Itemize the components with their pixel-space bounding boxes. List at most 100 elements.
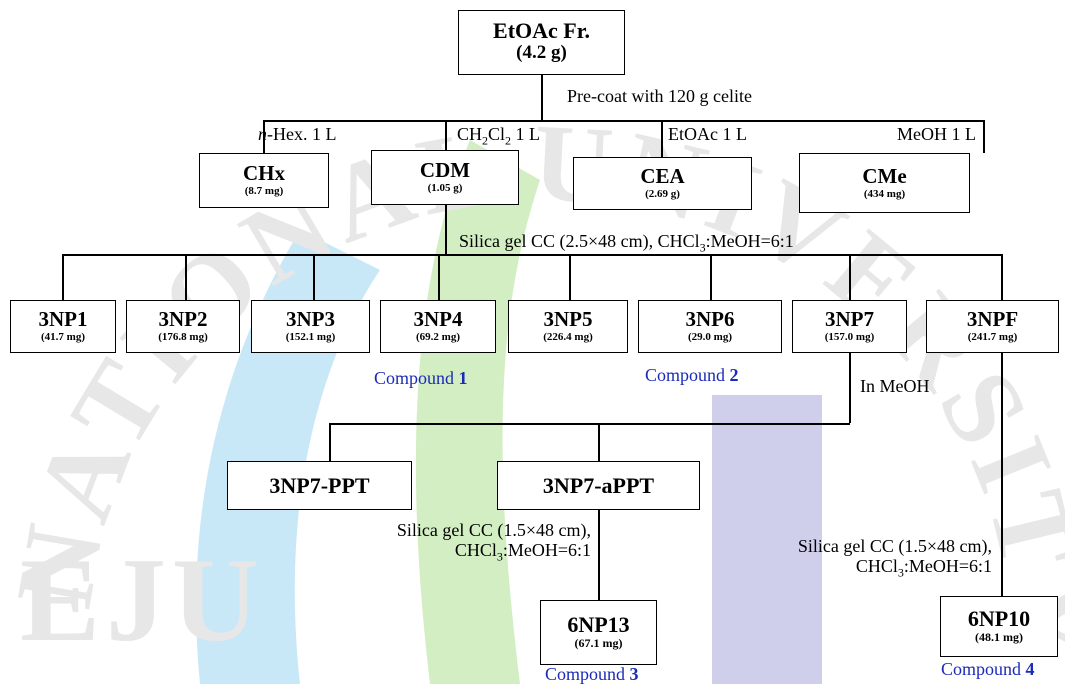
node-amount: (241.7 mg) — [967, 331, 1018, 343]
node-name: 3NP7 — [825, 307, 874, 331]
node-amount: (176.8 mg) — [158, 331, 208, 343]
node-cme: CMe (434 mg) — [799, 153, 970, 213]
connector — [541, 74, 543, 120]
compound-prefix: Compound — [941, 659, 1022, 679]
node-name: CHx — [243, 161, 285, 185]
hexane-prefix: n — [258, 124, 267, 144]
silica-line2: CHCl3:MeOH=6:1 — [454, 540, 591, 564]
connector — [263, 120, 265, 153]
compound-prefix: Compound — [374, 368, 455, 388]
node-3np6: 3NP6 (29.0 mg) — [638, 300, 782, 353]
connector — [445, 120, 447, 150]
connector — [849, 254, 851, 300]
compound-number: 1 — [458, 368, 468, 388]
compound-prefix: Compound — [645, 365, 726, 385]
connector — [62, 254, 1002, 256]
connector — [329, 423, 850, 425]
label-in-meoh: In MeOH — [860, 376, 930, 396]
compound-3-label: Compound 3 — [545, 664, 639, 685]
label-precoat: Pre-coat with 120 g celite — [567, 86, 752, 106]
node-etoac-fraction: EtOAc Fr. (4.2 g) — [458, 10, 625, 75]
node-cdm: CDM (1.05 g) — [371, 150, 519, 205]
node-3np4: 3NP4 (69.2 mg) — [380, 300, 496, 353]
watermark-bar-purple — [712, 395, 822, 684]
label-solvent-hexane: n-Hex. 1 L — [258, 124, 336, 144]
compound-prefix: Compound — [545, 664, 626, 684]
label-solvent-meoh: MeOH 1 L — [897, 124, 976, 144]
connector — [329, 423, 331, 461]
node-3np5: 3NP5 (226.4 mg) — [508, 300, 628, 353]
label-solvent-dcm: CH2Cl2 1 L — [457, 124, 541, 148]
connector — [849, 353, 851, 423]
connector — [62, 254, 64, 300]
node-name: 3NP7-aPPT — [542, 473, 655, 498]
connector — [445, 203, 447, 254]
connector — [313, 254, 315, 300]
node-chx: CHx (8.7 mg) — [199, 153, 329, 208]
node-amount: (8.7 mg) — [244, 185, 284, 197]
node-name: CMe — [862, 163, 907, 188]
connector — [598, 510, 600, 600]
node-name: 3NP5 — [543, 307, 593, 331]
node-name: 3NPF — [966, 307, 1019, 331]
node-name: 3NP6 — [685, 307, 735, 331]
silica-line1: Silica gel CC (1.5×48 cm), — [797, 536, 992, 556]
node-amount: (67.1 mg) — [574, 636, 623, 650]
node-amount: (157.0 mg) — [824, 331, 875, 343]
connector — [1001, 254, 1003, 300]
node-amount: (4.2 g) — [516, 42, 567, 63]
node-name: CEA — [640, 164, 685, 188]
connector — [185, 254, 187, 300]
watermark-text-left: EJU — [20, 533, 265, 666]
node-name: CDM — [419, 158, 471, 182]
connector — [983, 120, 985, 153]
compound-4-label: Compound 4 — [941, 659, 1035, 680]
connector — [569, 254, 571, 300]
node-3np1: 3NP1 (41.7 mg) — [10, 300, 116, 353]
node-amount: (152.1 mg) — [285, 331, 336, 343]
node-name: 3NP7-PPT — [269, 473, 370, 498]
node-amount: (434 mg) — [863, 187, 906, 200]
compound-number: 2 — [729, 365, 739, 385]
node-name: 3NP4 — [413, 307, 463, 331]
node-3np7-appt: 3NP7-aPPT — [497, 461, 700, 510]
node-amount: (48.1 mg) — [975, 630, 1023, 644]
node-3np3: 3NP3 (152.1 mg) — [251, 300, 370, 353]
compound-number: 4 — [1025, 659, 1035, 679]
node-3np7: 3NP7 (157.0 mg) — [792, 300, 907, 353]
hexane-text: -Hex. 1 L — [267, 124, 337, 144]
node-name: 3NP2 — [158, 307, 208, 331]
node-name: 6NP13 — [567, 612, 630, 637]
node-amount: (41.7 mg) — [41, 331, 85, 343]
node-cea: CEA (2.69 g) — [573, 157, 752, 210]
compound-number: 3 — [629, 664, 639, 684]
label-solvent-etoac: EtOAc 1 L — [668, 124, 747, 144]
silica-line1: Silica gel CC (1.5×48 cm), — [396, 520, 591, 540]
connector — [263, 120, 984, 122]
node-6np10: 6NP10 (48.1 mg) — [940, 596, 1058, 657]
node-name: 3NP3 — [286, 307, 335, 331]
node-amount: (2.69 g) — [645, 188, 680, 200]
connector — [1001, 353, 1003, 596]
node-amount: (1.05 g) — [427, 182, 463, 194]
node-3np2: 3NP2 (176.8 mg) — [126, 300, 240, 353]
node-name: EtOAc Fr. — [493, 18, 590, 43]
connector — [661, 120, 663, 157]
label-silica-small-right: Silica gel CC (1.5×48 cm), CHCl3:MeOH=6:… — [730, 536, 992, 580]
watermark-swoosh-green — [415, 140, 540, 684]
node-amount: (29.0 mg) — [688, 331, 732, 343]
connector — [438, 254, 440, 300]
compound-1-label: Compound 1 — [374, 368, 468, 389]
node-6np13: 6NP13 (67.1 mg) — [540, 600, 657, 665]
node-3npf: 3NPF (241.7 mg) — [926, 300, 1059, 353]
node-name: 3NP1 — [38, 307, 88, 331]
node-amount: (69.2 mg) — [416, 331, 460, 343]
label-silica-main: Silica gel CC (2.5×48 cm), CHCl3:MeOH=6:… — [459, 231, 794, 255]
connector — [598, 423, 600, 461]
node-name: 6NP10 — [967, 606, 1031, 631]
label-silica-small-left: Silica gel CC (1.5×48 cm), CHCl3:MeOH=6:… — [326, 520, 591, 564]
node-amount: (226.4 mg) — [543, 331, 593, 343]
silica-line2: CHCl3:MeOH=6:1 — [855, 556, 992, 580]
connector — [710, 254, 712, 300]
